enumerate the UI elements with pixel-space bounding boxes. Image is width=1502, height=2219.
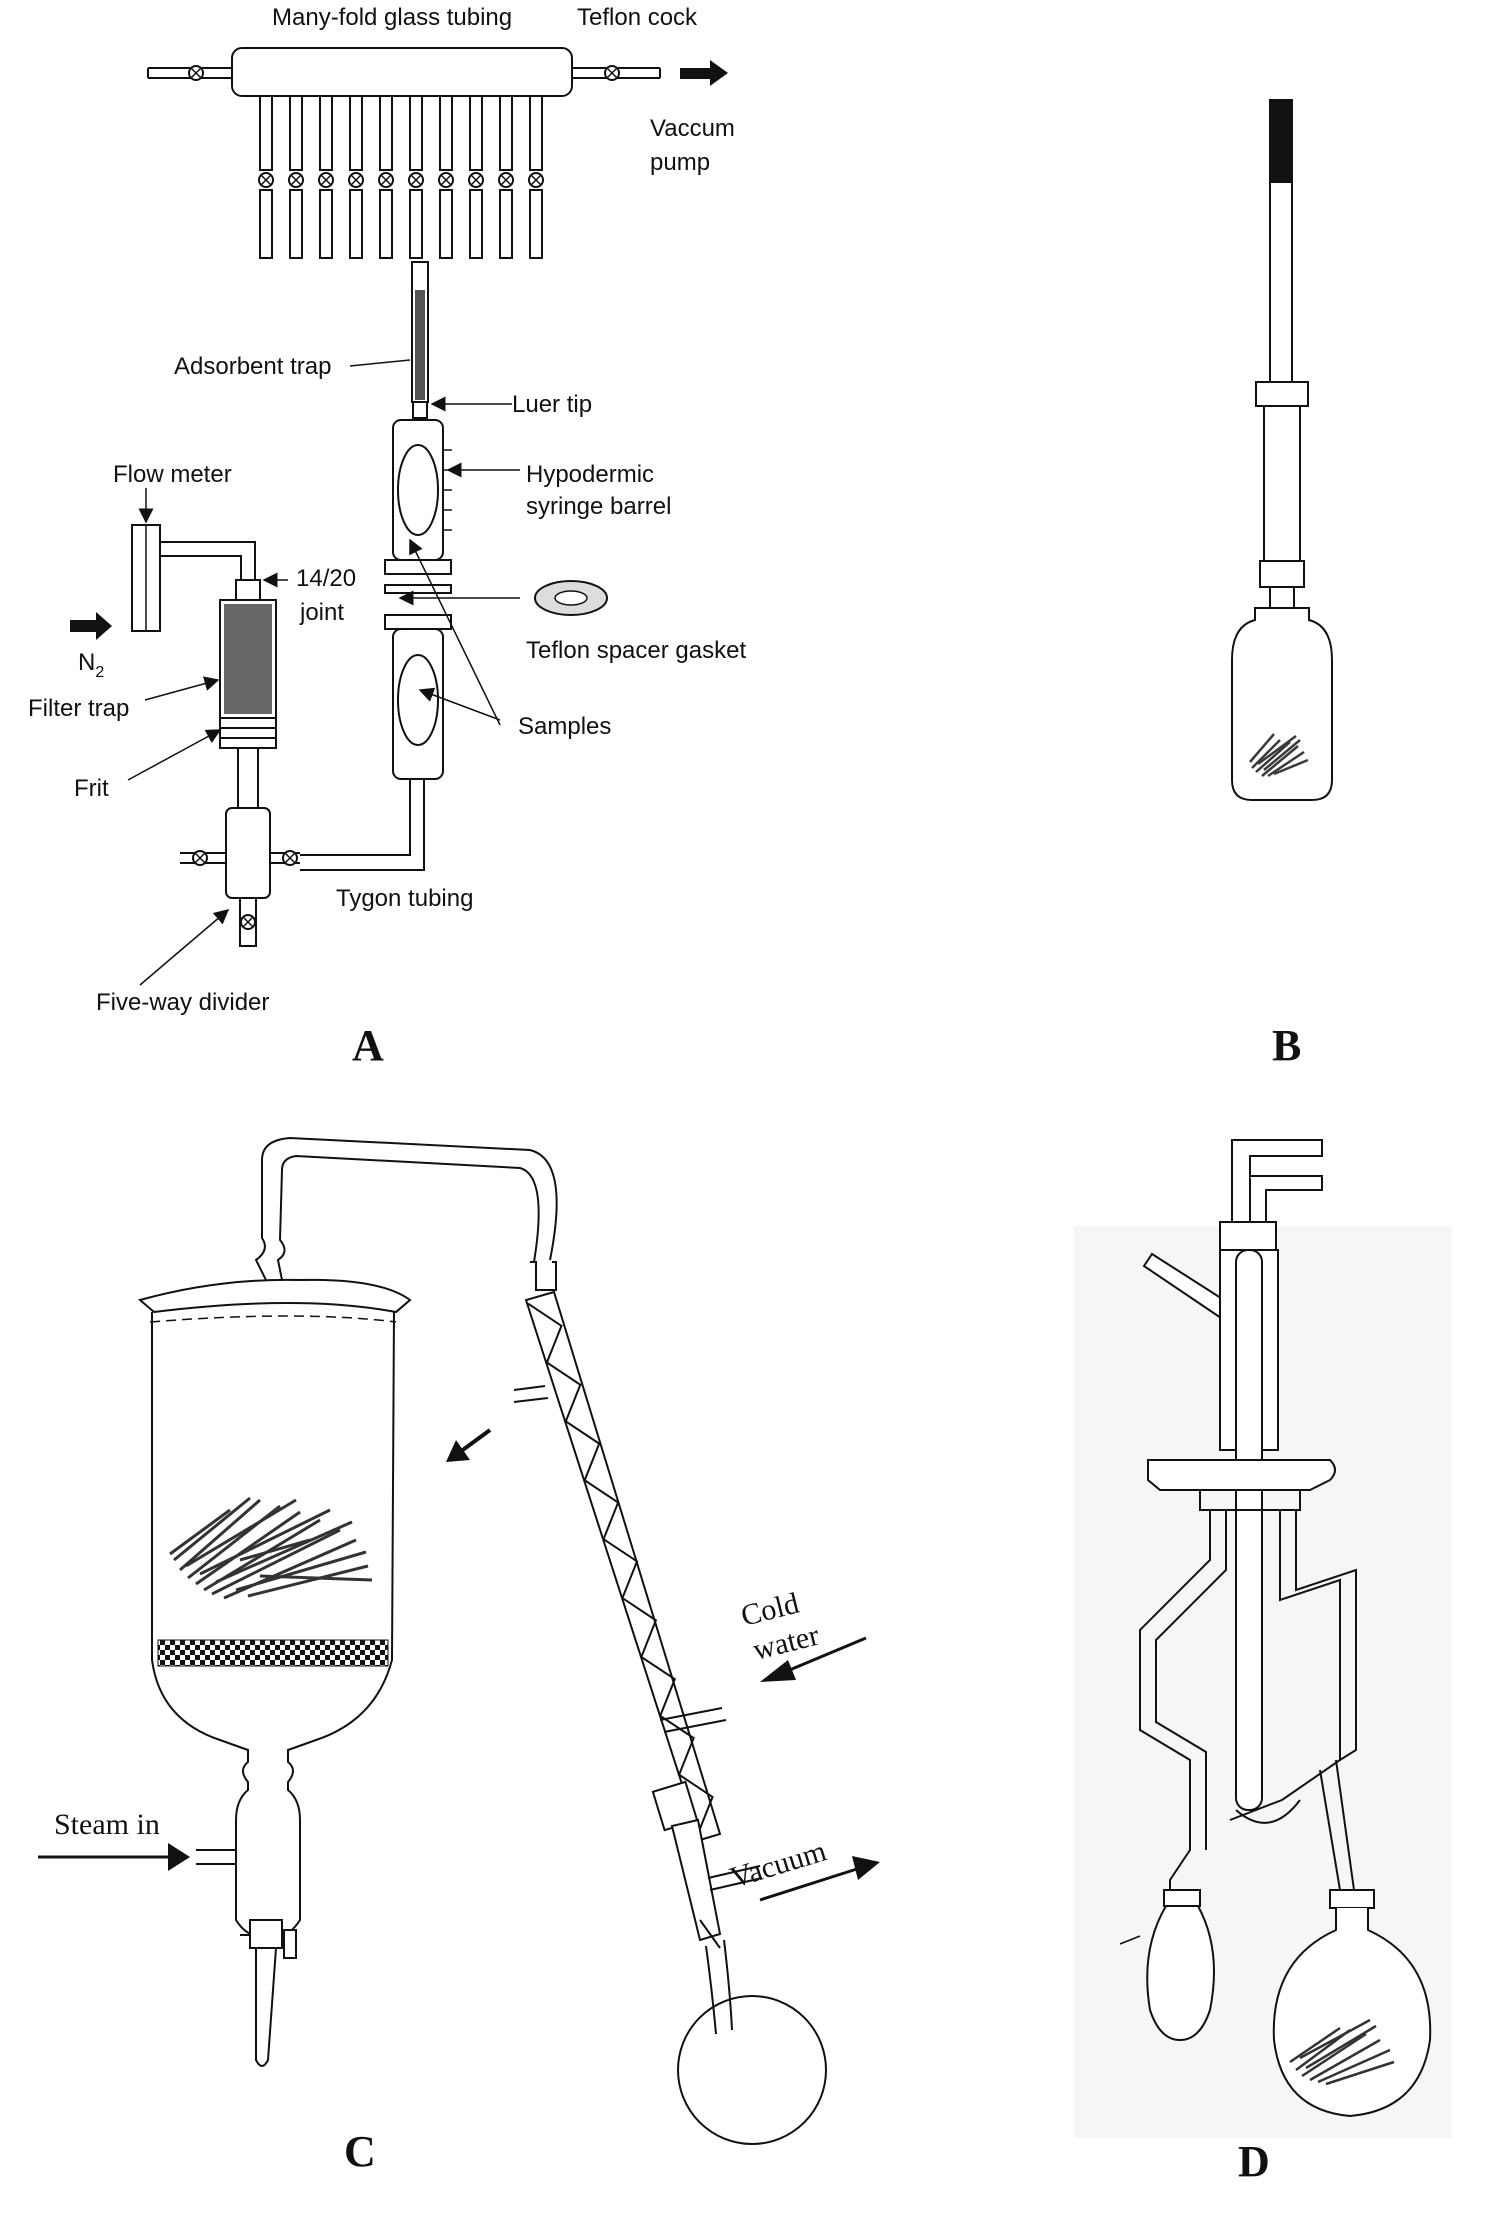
teflon-spacer-gasket <box>384 580 608 630</box>
distillation-vessel <box>137 1278 412 1937</box>
stopcock <box>240 1919 297 2067</box>
receiving-flask <box>677 1939 827 2145</box>
receiver-adapter <box>651 1780 763 1949</box>
label-vacuum-pump-line1: Vaccum <box>650 115 735 142</box>
plant-sample-c <box>169 1496 373 1600</box>
adsorbent-trap <box>411 261 429 419</box>
label-n2-subscript: 2 <box>95 664 104 681</box>
label-n2-main: N <box>78 649 95 676</box>
label-joint-line2: joint <box>299 599 344 626</box>
manifold-port <box>378 95 394 259</box>
label-steam-in: Steam in <box>54 1808 160 1841</box>
label-teflon-cock: Teflon cock <box>577 4 698 31</box>
label-filter-trap: Filter trap <box>28 695 129 722</box>
flow-meter <box>70 524 256 640</box>
manifold-port <box>348 95 364 259</box>
manifold-port <box>288 95 304 259</box>
manifold-port <box>528 95 544 259</box>
label-flow-meter: Flow meter <box>113 461 232 488</box>
five-way-divider <box>180 807 300 947</box>
panel-letter-d: D <box>1238 2137 1270 2186</box>
label-samples: Samples <box>518 713 611 740</box>
condenser <box>513 1261 727 1842</box>
label-vacuum: Vacuum <box>726 1834 830 1894</box>
manifold-port <box>498 95 514 259</box>
label-tygon: Tygon tubing <box>336 885 473 912</box>
label-divider: Five-way divider <box>96 989 269 1016</box>
manifold-port <box>468 95 484 259</box>
label-luer-tip: Luer tip <box>512 391 592 418</box>
syringe-barrel <box>384 419 452 575</box>
panel-letter-c: C <box>344 2127 376 2176</box>
label-frit: Frit <box>74 775 109 802</box>
filter-trap <box>219 579 277 809</box>
manifold-port <box>318 95 334 259</box>
label-syringe-line1: Hypodermic <box>526 461 654 488</box>
panel-letter-a: A <box>352 1021 384 1070</box>
panel-c: Cold water Steam in Vacuum C <box>38 1136 880 2176</box>
label-joint-line1: 14/20 <box>296 565 356 592</box>
cold-water-arrow <box>760 1636 867 1682</box>
vapor-tube <box>254 1136 558 1281</box>
vacuum-arrow <box>759 1856 880 1902</box>
label-n2: N2 <box>78 649 104 681</box>
syringe-plunger <box>1269 99 1293 383</box>
label-vacuum-pump-line2: pump <box>650 149 710 176</box>
leader-lines <box>127 359 520 986</box>
sample-barrel <box>392 628 444 780</box>
steam-arrow <box>38 1843 190 1871</box>
label-adsorbent-trap: Adsorbent trap <box>174 353 331 380</box>
manifold-port <box>258 95 274 259</box>
label-manifold: Many-fold glass tubing <box>272 4 512 31</box>
manifold-port <box>408 95 424 259</box>
vacuum-outlet-arrow <box>680 60 728 86</box>
plant-sample-b <box>1249 733 1309 778</box>
plant-sample-d <box>1289 2018 1395 2086</box>
panel-d: D <box>1074 1139 1452 2186</box>
manifold-ports <box>258 95 544 259</box>
tygon-tubing <box>300 779 425 871</box>
panel-letter-b: B <box>1272 1021 1301 1070</box>
panel-a: Many-fold glass tubing Teflon cock Vaccu… <box>28 4 746 1070</box>
label-syringe-line2: syringe barrel <box>526 493 671 520</box>
label-gasket: Teflon spacer gasket <box>526 637 746 664</box>
manifold-port <box>438 95 454 259</box>
steam-inlet <box>196 1849 236 1865</box>
flow-direction-arrow <box>446 1428 492 1462</box>
manifold-tube <box>147 47 661 97</box>
panel-b: B <box>1231 99 1333 1070</box>
